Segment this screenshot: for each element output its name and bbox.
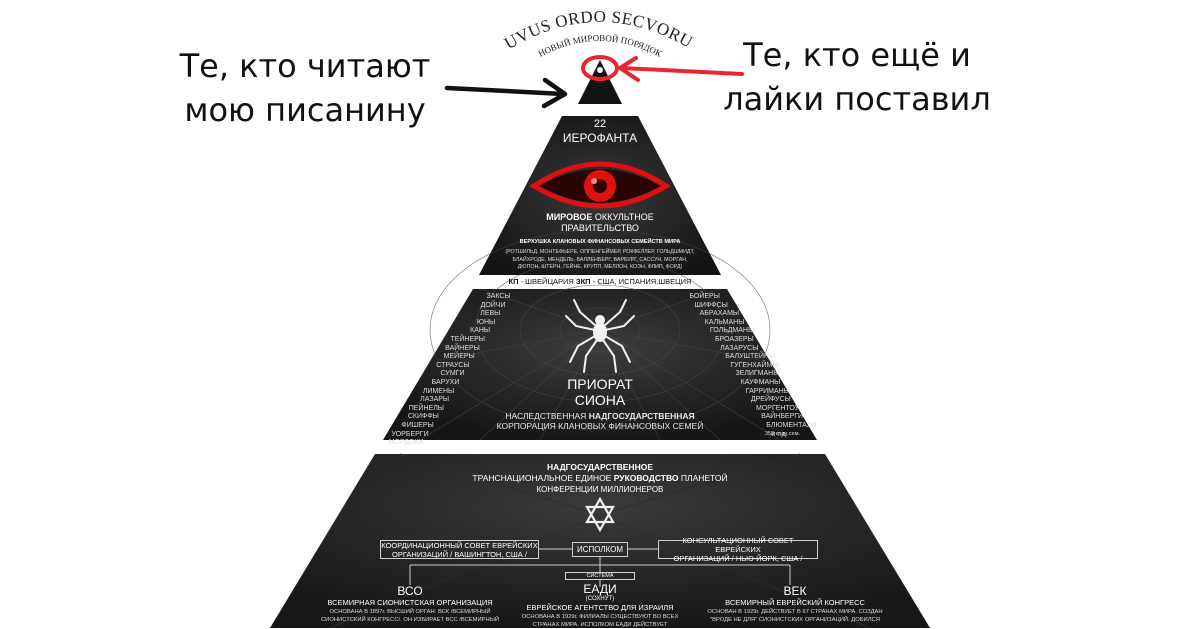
name-item: ВАЙНБЕРГИ bbox=[761, 413, 804, 421]
red-marker-circle bbox=[581, 55, 619, 81]
tier3-title: НАДГОСУДАРСТВЕННОЕ bbox=[547, 462, 653, 472]
name-item: КАНЫ bbox=[470, 327, 491, 335]
red-arrow-icon bbox=[618, 56, 744, 82]
name-item: БРОАЗЕРЫ bbox=[715, 336, 754, 343]
eye-icon bbox=[529, 161, 671, 209]
name-item: БЛЮМЕНТАЛИ bbox=[766, 422, 817, 429]
name-item: МОРГЕНТОУ bbox=[756, 404, 800, 412]
pyramid-band bbox=[475, 277, 725, 287]
name-item: СУМГИ bbox=[440, 370, 465, 378]
org-eadi: ЕАДИ (СОХНУТ) ЕВРЕЙСКОЕ АГЕНТСТВО ДЛЯ ИЗ… bbox=[521, 582, 679, 629]
tier2-description: НАСЛЕДСТВЕННАЯ НАДГОСУДАРСТВЕННАЯ КОРПОР… bbox=[496, 411, 704, 431]
name-item: МЕЙЕРЫ bbox=[443, 353, 475, 361]
box-system: СИСТЕМА bbox=[565, 572, 635, 580]
box-ispolkom: ИСПОЛКОМ bbox=[572, 542, 628, 557]
tier1-heading: МИРОВОЕ ОККУЛЬТНОЕ bbox=[546, 212, 654, 222]
name-item: ЛИМЕНЫ bbox=[422, 387, 455, 395]
name-item: ПЕЙНЕЛЫ bbox=[408, 404, 444, 412]
name-item: СТРАУСЫ bbox=[436, 361, 470, 369]
name-item: ЛАЗАРУСЫ bbox=[720, 344, 759, 352]
name-item: СКИФФЫ bbox=[407, 413, 439, 421]
name-item: КАЛЬМАНЫ bbox=[704, 318, 745, 326]
name-item: МОРДОКИ bbox=[388, 439, 424, 447]
tier1-subheading: ВЕРХУШКА КЛАНОВЫХ ФИНАНСОВЫХ СЕМЕЙСТВ МИ… bbox=[519, 239, 681, 245]
name-item: ЛАЗАРЫ bbox=[420, 396, 450, 404]
tier1-number: 22 bbox=[593, 118, 607, 130]
name-item: и т.д. bbox=[771, 430, 788, 438]
name-item: БОЙЕРЫ bbox=[689, 293, 720, 300]
tier1-names: (РОТШИЛЬД, МОНТЕФЬЕРЕ, ОППЕНГЕЙМЕР, РОКФ… bbox=[505, 249, 695, 270]
name-item: ГУГЕНХАЙМЫ bbox=[730, 361, 779, 369]
name-item: БАРУХИ bbox=[431, 379, 460, 386]
name-item: ДОЙЧИ bbox=[480, 301, 506, 309]
name-item: ГОЛЬДМАНЫ bbox=[709, 327, 755, 335]
pyramid-capstone bbox=[578, 60, 622, 104]
name-item: КАУФМАНЫ bbox=[740, 379, 781, 386]
name-item: ШИФФСЫ bbox=[694, 301, 728, 309]
spider-icon bbox=[565, 299, 635, 373]
caption-left: Те, кто читают мою писанину bbox=[179, 47, 431, 129]
name-item: ДРЕЙФУСЫ bbox=[750, 396, 791, 404]
tier3-line3: КОНФЕРЕНЦИИ МИЛЛИОНЕРОВ bbox=[536, 485, 664, 494]
tier3-line2: ТРАНСНАЦИОНАЛЬНОЕ ЕДИНОЕ РУКОВОДСТВО ПЛА… bbox=[472, 473, 728, 483]
tier1-title: ИЕРОФАНТА bbox=[562, 131, 638, 145]
name-item: БАЛУШТЕЙНЫ bbox=[725, 353, 776, 361]
org-vek: ВЕК ВСЕМИРНЫЙ ЕВРЕЙСКИЙ КОНГРЕСС ОСНОВАН… bbox=[707, 584, 883, 624]
pyramid-tier-2 bbox=[383, 289, 817, 440]
caption-right: Те, кто ещё и лайки поставил bbox=[723, 36, 991, 118]
name-item: ЗАКСЫ bbox=[486, 293, 511, 300]
name-item: ТЕЙНЕРЫ bbox=[450, 336, 485, 343]
tier2-count-note: 358 клан.сем. bbox=[764, 431, 800, 437]
spider-web bbox=[419, 229, 781, 441]
name-item: ФИШЕРЫ bbox=[401, 422, 434, 429]
band-text: КП - ШВЕЙЦАРИЯ ЗКП - США, ИСПАНИЯ,ШВЕЦИЯ bbox=[508, 277, 692, 286]
name-item: ВАЙНЕРЫ bbox=[445, 344, 480, 352]
name-item: ЛЕВЫ bbox=[480, 310, 501, 318]
name-item: АБРАХАМЫ bbox=[699, 310, 740, 318]
name-item: УОРБЕРГИ bbox=[391, 430, 429, 438]
tier1-heading-line2: ПРАВИТЕЛЬСТВО bbox=[561, 223, 639, 233]
tier2-title: ПРИОРАТ СИОНА bbox=[567, 376, 633, 408]
star-of-david-icon bbox=[585, 496, 615, 533]
name-item: ГАРРИМАНЫ bbox=[745, 387, 790, 395]
black-arrow-icon bbox=[444, 77, 568, 109]
name-item: ЗЕЛИГМАНЫ bbox=[735, 370, 780, 378]
org-vso: ВСО ВСЕМИРНАЯ СИОНИСТСКАЯ ОРГАНИЗАЦИЯ ОС… bbox=[321, 584, 499, 624]
name-item: ЮНЫ bbox=[476, 318, 496, 326]
